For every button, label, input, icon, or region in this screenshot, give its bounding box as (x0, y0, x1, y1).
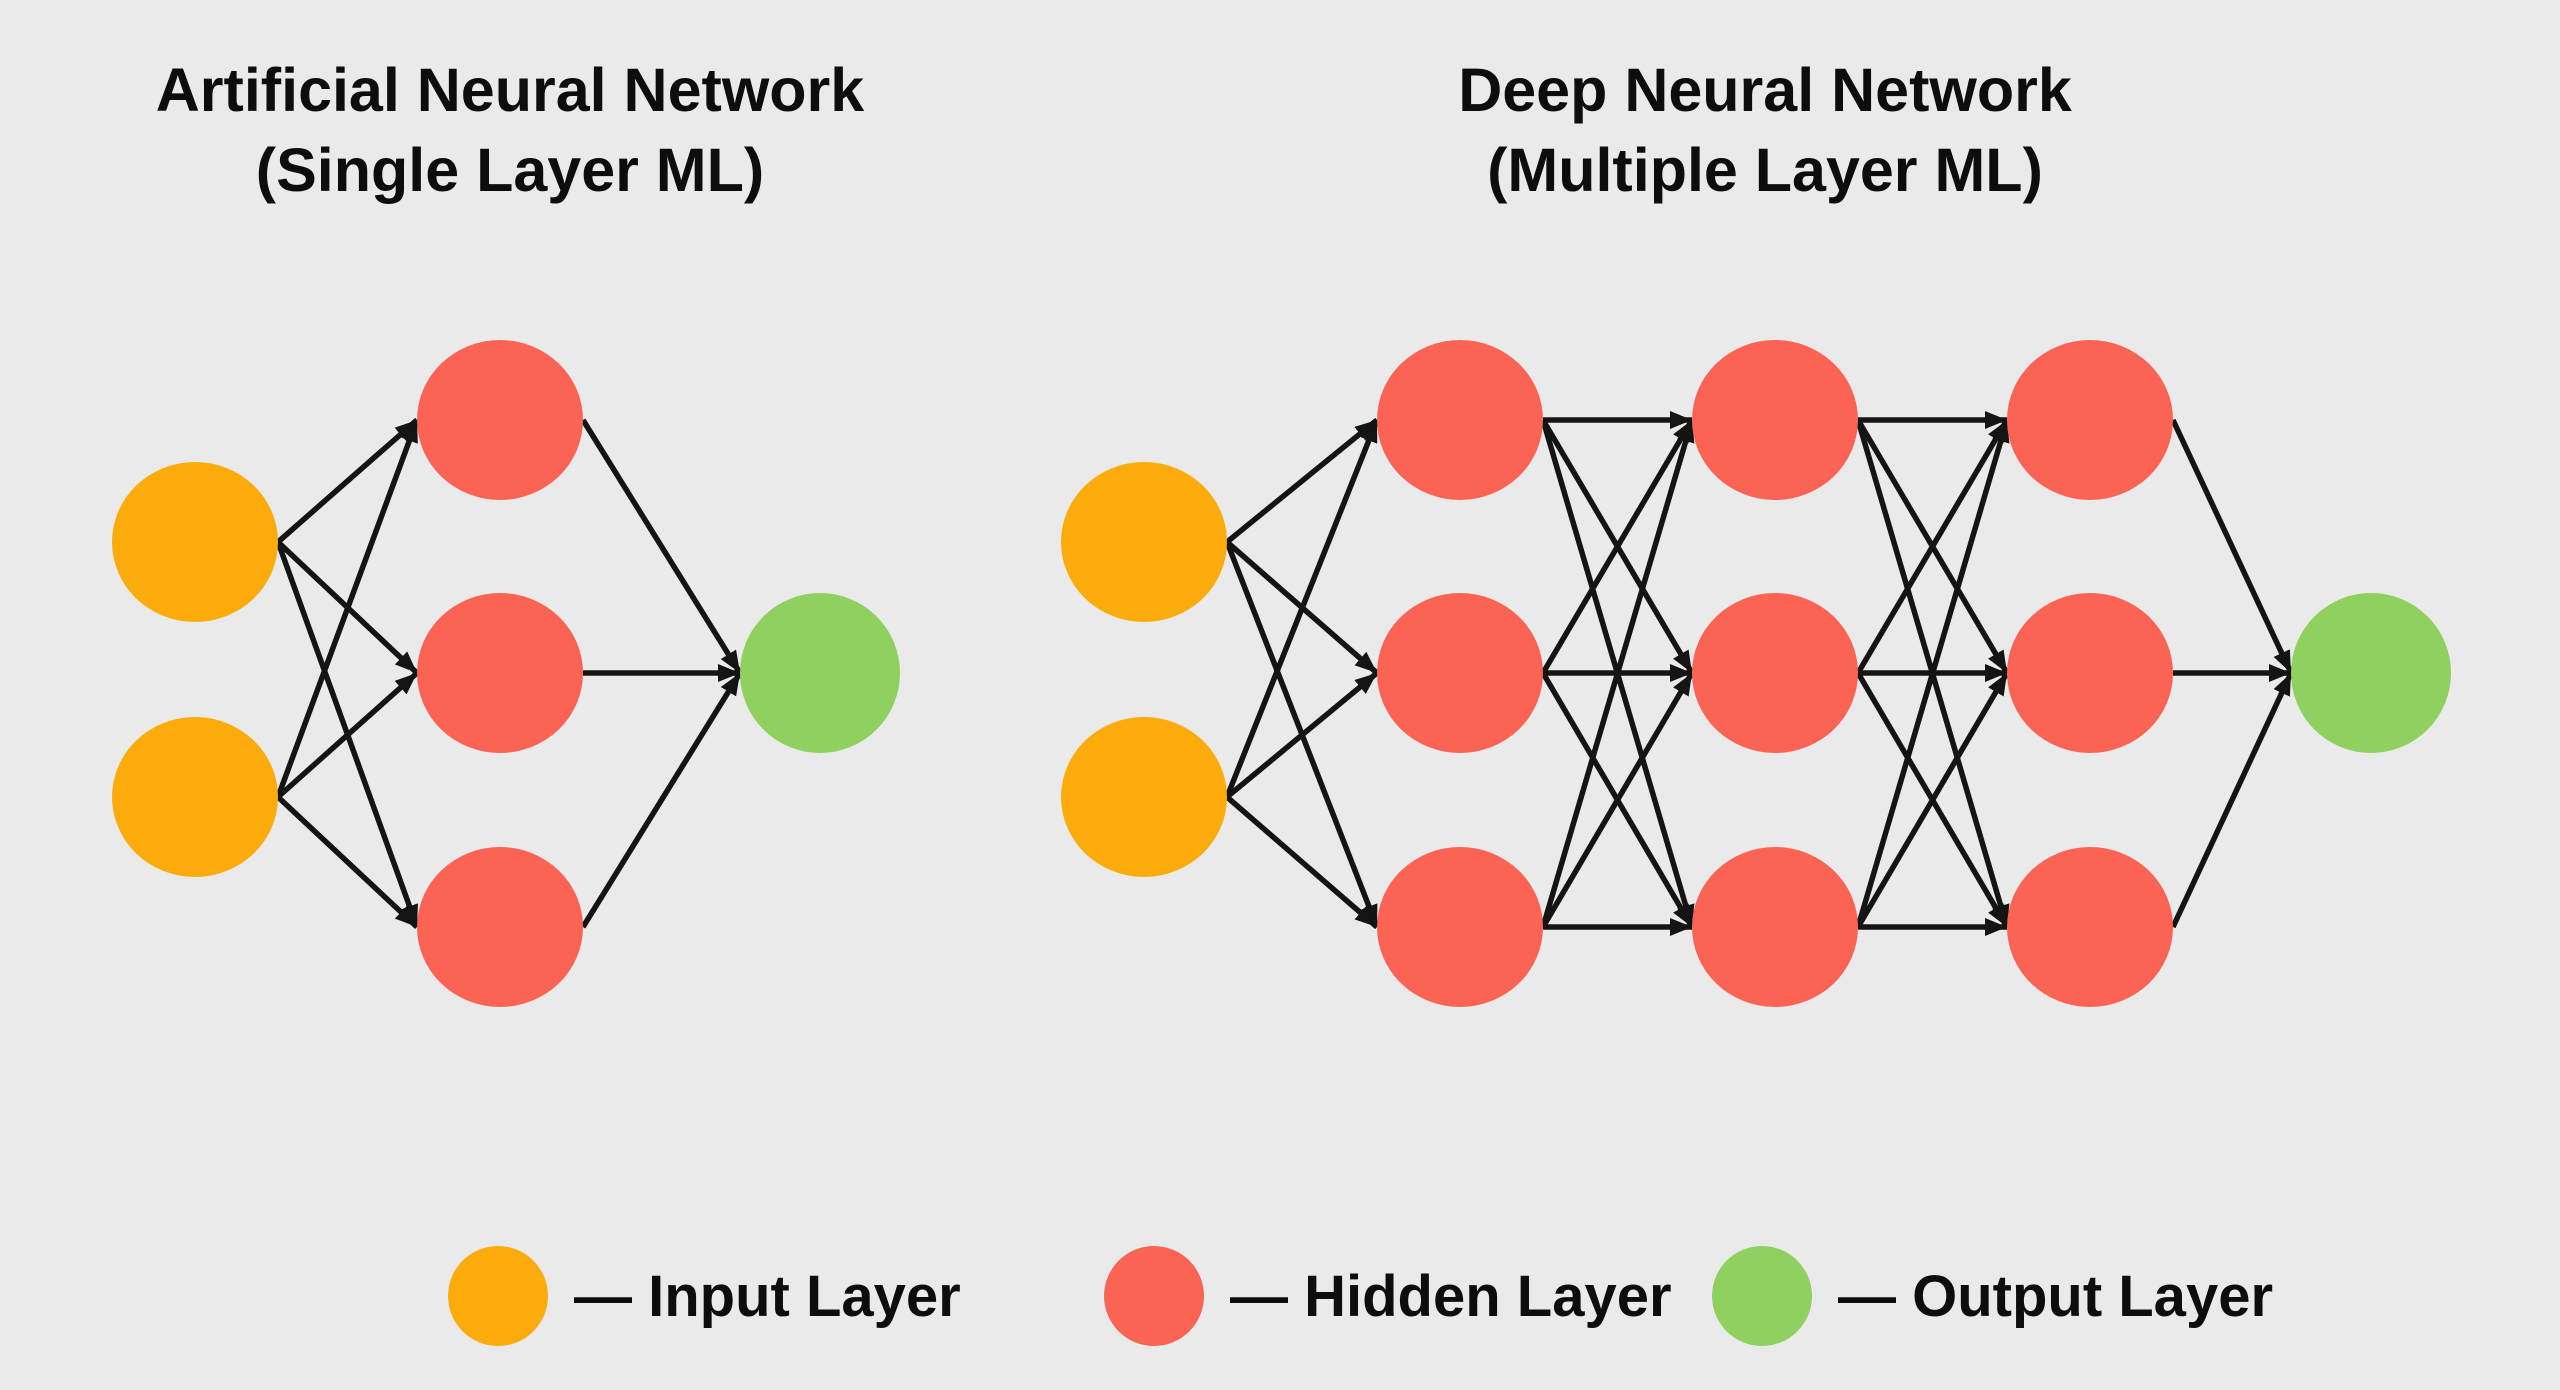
input-node (1061, 462, 1227, 622)
hidden-node (2007, 847, 2173, 1007)
input-node (112, 462, 278, 622)
legend-item-hidden: — Hidden Layer (1104, 1246, 1672, 1346)
hidden-node (1377, 593, 1543, 753)
edge-arrow (1225, 417, 1379, 545)
hidden-node (1377, 847, 1543, 1007)
edge-arrow (275, 419, 420, 798)
hidden-node (417, 847, 583, 1007)
edge-arrow (1855, 418, 2010, 675)
edge-arrow (580, 418, 743, 675)
edge-arrow (1540, 419, 1695, 928)
edge-arrow (1855, 419, 2010, 928)
edge-arrow (1224, 418, 1380, 799)
edge-arrow (1540, 671, 1695, 929)
edge-arrow (1225, 670, 1379, 800)
edge-arrow (2170, 671, 2294, 929)
edge-arrow (1855, 671, 2010, 929)
edge-arrow (580, 671, 743, 929)
dnn-title-line2: (Multiple Layer ML) (1487, 136, 2043, 204)
hidden-node (1377, 340, 1543, 500)
edge-arrow (2170, 418, 2294, 675)
ann-title-line1: Artificial Neural Network (155, 56, 865, 124)
hidden-node (2007, 340, 2173, 500)
edge-arrow (1540, 418, 1695, 675)
output-node (2291, 593, 2451, 753)
input-layer-dot (448, 1246, 548, 1346)
hidden-node (1692, 340, 1858, 500)
legend: — Input Layer — Hidden Layer — Output La… (0, 1246, 2560, 1346)
output-layer-dot (1712, 1246, 1812, 1346)
legend-item-input: — Input Layer (448, 1246, 961, 1346)
edge-arrow (276, 417, 419, 545)
edge-arrow (276, 670, 419, 800)
edge-arrow (276, 794, 419, 930)
hidden-node (2007, 593, 2173, 753)
ann-title: Artificial Neural Network (Single Layer … (10, 50, 1010, 210)
dnn-title: Deep Neural Network (Multiple Layer ML) (1265, 50, 2265, 210)
output-node (740, 593, 900, 753)
legend-item-output: — Output Layer (1712, 1246, 2273, 1346)
hidden-node (1692, 593, 1858, 753)
edge-arrow (1225, 794, 1379, 930)
ann-title-line2: (Single Layer ML) (255, 136, 765, 204)
legend-label-output: — Output Layer (1838, 1263, 2274, 1329)
legend-label-hidden: — Hidden Layer (1230, 1263, 1672, 1329)
legend-label-input: — Input Layer (574, 1263, 961, 1329)
hidden-node (1692, 847, 1858, 1007)
dnn-title-line1: Deep Neural Network (1458, 56, 2072, 124)
hidden-node (417, 340, 583, 500)
hidden-node (417, 593, 583, 753)
input-node (1061, 717, 1227, 877)
hidden-layer-dot (1104, 1246, 1204, 1346)
input-node (112, 717, 278, 877)
